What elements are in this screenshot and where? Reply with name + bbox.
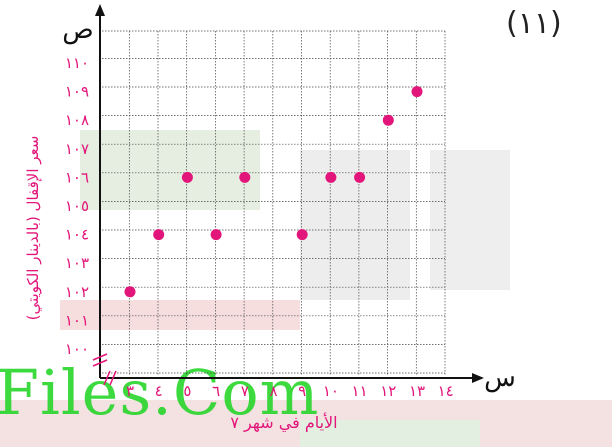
y-tick-label: ١٠١ bbox=[65, 311, 89, 329]
bg-shape bbox=[300, 420, 480, 447]
y-axis-arrow bbox=[95, 4, 105, 16]
x-tick-label: ٨ bbox=[269, 382, 277, 400]
y-tick-label: ١٠٣ bbox=[65, 254, 89, 272]
x-tick-label: ١١ bbox=[352, 382, 368, 400]
x-axis-symbol: س bbox=[484, 363, 516, 393]
grid-lines bbox=[102, 30, 446, 375]
y-tick-label: ١٠٧ bbox=[65, 140, 89, 158]
y-tick-label: ١١٠ bbox=[65, 54, 89, 72]
x-tick-label: ٥ bbox=[183, 382, 191, 400]
x-tick-labels: ٣ ٤ ٥ ٦ ٧ ٨ ٩ ١٠ ١١ ١٢ ١٣ ١٤ bbox=[126, 382, 454, 400]
data-point bbox=[124, 286, 136, 298]
x-tick-label: ١٤ bbox=[438, 382, 454, 400]
x-axis-arrow bbox=[472, 373, 484, 383]
data-point bbox=[325, 171, 337, 183]
x-tick-label: ١٢ bbox=[380, 382, 396, 400]
y-tick-label: ١٠٢ bbox=[65, 283, 89, 301]
y-tick-label: ١٠٤ bbox=[65, 226, 89, 244]
x-tick-label: ١٠ bbox=[323, 382, 339, 400]
bg-shape bbox=[80, 130, 260, 210]
data-point bbox=[382, 114, 394, 126]
data-point bbox=[210, 229, 222, 241]
x-tick-label: ٣ bbox=[126, 382, 134, 400]
watermark-text: Files.Com bbox=[0, 356, 320, 429]
x-tick-label: ٦ bbox=[212, 382, 220, 400]
axes bbox=[92, 4, 484, 386]
data-points bbox=[124, 86, 423, 298]
data-point bbox=[411, 86, 423, 98]
x-tick-label: ٩ bbox=[298, 382, 306, 400]
y-axis-break bbox=[92, 353, 108, 367]
x-tick-label: ٧ bbox=[241, 382, 249, 400]
data-point bbox=[296, 229, 308, 241]
data-point bbox=[181, 171, 193, 183]
y-tick-labels: ١٠٠ ١٠١ ١٠٢ ١٠٣ ١٠٤ ١٠٥ ١٠٦ ١٠٧ ١٠٨ ١٠٩ ١١٠ bbox=[65, 54, 89, 358]
data-point bbox=[153, 229, 165, 241]
x-axis-label: الأيام في شهر ٧ bbox=[230, 412, 337, 433]
x-tick-label: ٤ bbox=[155, 382, 163, 400]
y-axis-label: سعر الإقفال (بالدينار الكويتي) bbox=[24, 136, 43, 321]
y-tick-label: ١٠٩ bbox=[65, 83, 89, 101]
y-tick-label: ١٠٥ bbox=[65, 197, 89, 215]
y-tick-label: ١٠٦ bbox=[65, 168, 89, 186]
x-tick-label: ١٣ bbox=[409, 382, 425, 400]
y-tick-label: ١٠٨ bbox=[65, 111, 89, 129]
problem-number: (١١) bbox=[506, 6, 562, 41]
bg-shape bbox=[430, 150, 510, 290]
y-axis-symbol: ص bbox=[62, 15, 93, 45]
data-point bbox=[239, 171, 251, 183]
data-point bbox=[354, 171, 366, 183]
x-axis-break bbox=[103, 370, 117, 386]
y-tick-label: ١٠٠ bbox=[65, 340, 89, 358]
